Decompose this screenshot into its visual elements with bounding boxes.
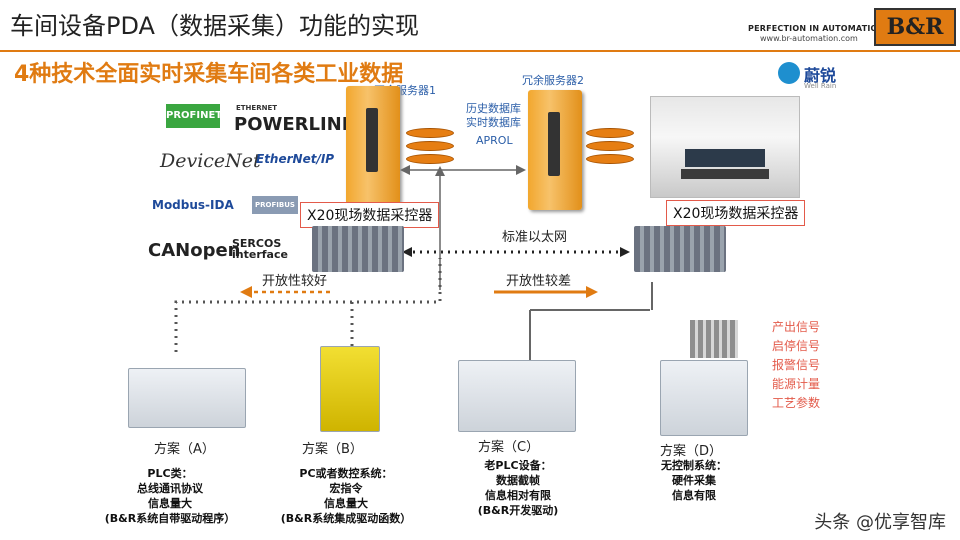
ethernet-label: ETHERNET — [236, 104, 278, 112]
openness-poor-label: 开放性较差 — [506, 274, 572, 289]
database-disk-1 — [406, 128, 454, 168]
x20-controller-right — [634, 226, 726, 272]
scheme-c-desc: 老PLC设备：数据截帧 信息相对有限(B&R开发驱动) — [477, 459, 559, 517]
scheme-b-desc: PC或者数控系统：宏指令 信息量大(B&R系统集成驱动函数） — [280, 467, 412, 525]
machine-d-image — [660, 360, 748, 436]
signal-item: 报警信号 — [772, 358, 821, 372]
ethernet-arrowhead-right — [620, 247, 630, 257]
wellrain-logo-icon — [778, 62, 800, 84]
server-link-arrowhead-left — [400, 165, 410, 175]
canopen-logo: CANopen — [148, 240, 241, 261]
scheme-d-label: 方案（D） — [660, 444, 723, 459]
scheme-c-label: 方案（C） — [478, 440, 540, 455]
header — [0, 0, 960, 48]
signal-item: 工艺参数 — [772, 396, 821, 410]
db-history-label: 历史数据库 — [466, 102, 521, 115]
wellrain-name: 蔚锐 — [804, 66, 837, 85]
machine-a-image — [128, 368, 246, 428]
signal-sensor-image — [690, 320, 738, 358]
wellrain-sub: Well Rain — [804, 82, 837, 90]
database-disk-2 — [586, 128, 634, 168]
ethernetip-logo: EtherNet/IP — [256, 152, 335, 166]
page-title: 车间设备PDA（数据采集）功能的实现 — [10, 12, 419, 40]
watermark: 头条 @优享智库 — [814, 512, 946, 533]
modbus-logo: Modbus-IDA — [152, 198, 234, 212]
scheme-a-desc: PLC类：总线通讯协议 信息量大(B&R系统自带驱动程序） — [104, 467, 236, 525]
server-link-arrowhead-right — [516, 165, 526, 175]
devicenet-logo: DeviceNet — [160, 150, 261, 172]
ethernet-label: 标准以太网 — [502, 230, 568, 245]
x20-controller-left — [312, 226, 404, 272]
uplink-arrowhead — [435, 166, 445, 176]
controller-left-label: X20现场数据采控器 — [300, 202, 440, 228]
db-realtime-label: 实时数据库 — [466, 116, 521, 129]
brand-url: www.br-automation.com — [760, 34, 858, 43]
powerlink-logo: POWERLINK — [234, 114, 356, 135]
profibus-logo: PROFIBUS — [252, 196, 298, 214]
server2 — [528, 90, 582, 210]
scheme-a-label: 方案（A） — [154, 442, 215, 457]
machine-b-image — [320, 346, 380, 432]
header-divider — [0, 50, 960, 52]
subtitle: 4种技术全面实时采集车间各类工业数据 — [14, 62, 404, 87]
signal-item: 启停信号 — [772, 339, 821, 353]
control-room-image — [650, 96, 800, 198]
server2-label: 冗余服务器2 — [522, 74, 584, 87]
aprol-label: APROL — [476, 134, 513, 147]
server1 — [346, 86, 400, 206]
br-logo: B&R — [874, 8, 956, 46]
profinet-logo: PROFINET — [166, 104, 222, 128]
openness-good-arrowhead — [240, 286, 252, 298]
scheme-d-desc: 无控制系统：硬件采集 信息有限 — [661, 459, 727, 502]
scheme-a-b-link — [174, 258, 442, 352]
ethernet-arrowhead-left — [402, 247, 412, 257]
openness-good-label: 开放性较好 — [262, 274, 328, 289]
brand-tagline: PERFECTION IN AUTOMATION — [748, 24, 885, 33]
signal-item: 能源计量 — [772, 377, 821, 391]
signal-item: 产出信号 — [772, 320, 821, 334]
openness-poor-arrowhead — [586, 286, 598, 298]
sercos-logo: SERCOS interface — [232, 237, 288, 261]
signal-list: 产出信号 启停信号 报警信号 能源计量 工艺参数 — [772, 318, 820, 413]
controller-right-label: X20现场数据采控器 — [666, 200, 806, 226]
scheme-b-label: 方案（B） — [302, 442, 363, 457]
machine-c-image — [458, 360, 576, 432]
